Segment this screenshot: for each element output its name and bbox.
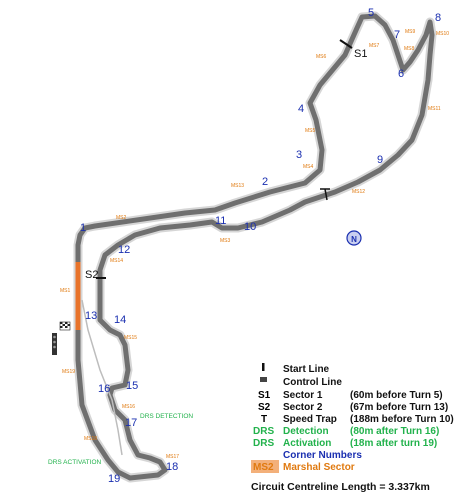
legend-marshal-box (251, 460, 279, 473)
drs-activation-note: DRS ACTIVATION (48, 459, 102, 466)
legend-key-s1: S1 (258, 390, 271, 401)
control-line-icon (260, 377, 267, 382)
legend-key-drs-detection: DRS (253, 426, 274, 437)
ms-9: MS9 (405, 29, 416, 35)
legend-marshal-sector: Marshal Sector (283, 462, 355, 473)
ms-5: MS5 (305, 128, 316, 134)
turn-8: 8 (435, 12, 441, 24)
drs-detection-note: DRS DETECTION (140, 413, 193, 420)
legend-start-line: Start Line (283, 364, 330, 375)
ms-2: MS2 (116, 215, 127, 221)
legend-activation-detail: (18m after turn 19) (350, 438, 437, 449)
turn-2: 2 (262, 176, 268, 188)
start-line-icon (262, 363, 265, 371)
ms-11: MS11 (428, 106, 441, 112)
start-flag-icon (59, 321, 71, 331)
legend-key-s2: S2 (258, 402, 271, 413)
sector2-marker: S2 (85, 269, 98, 281)
legend-detection-detail: (80m after Turn 16) (350, 426, 439, 437)
ms-13: MS13 (231, 183, 244, 189)
turn-9: 9 (377, 154, 383, 166)
ms-14: MS14 (110, 258, 123, 264)
ms-15: MS15 (124, 335, 137, 341)
turn-7: 7 (394, 29, 400, 41)
turn-11: 11 (215, 215, 226, 227)
ms-19: MS19 (62, 369, 75, 375)
ms-3: MS3 (220, 238, 231, 244)
ms-18: MS18 (84, 436, 97, 442)
ms-4: MS4 (303, 164, 314, 170)
compass-icon: N (346, 230, 362, 246)
legend-sector2: Sector 2 (283, 402, 323, 413)
legend-sector1: Sector 1 (283, 390, 323, 401)
track-line (75, 13, 435, 481)
ms-17: MS17 (166, 454, 179, 460)
ms-12: MS12 (352, 189, 365, 195)
turn-4: 4 (298, 103, 304, 115)
sector1-marker: S1 (354, 48, 367, 60)
turn-5: 5 (368, 7, 374, 19)
ms-8: MS8 (404, 46, 415, 52)
legend-sector2-detail: (67m before Turn 13) (350, 402, 448, 413)
turn-12: 12 (118, 244, 130, 256)
legend-key-ms2: MS2 (253, 462, 274, 473)
legend-key-drs-activation: DRS (253, 438, 274, 449)
speed-trap-marker (320, 188, 330, 201)
legend-detection: Detection (283, 426, 329, 437)
turn-15: 15 (126, 380, 138, 392)
ms-7: MS7 (369, 43, 380, 49)
legend-key-t: T (261, 414, 267, 425)
turn-17: 17 (125, 417, 137, 429)
legend-corner-numbers: Corner Numbers (283, 450, 362, 461)
svg-text:N: N (351, 235, 357, 244)
legend-activation: Activation (283, 438, 331, 449)
ms-6: MS6 (316, 54, 327, 60)
legend-control-line: Control Line (283, 377, 342, 388)
start-lights-icon (52, 333, 57, 355)
legend-sector1-detail: (60m before Turn 5) (350, 390, 443, 401)
sector1-line (339, 39, 353, 49)
turn-1: 1 (80, 222, 86, 234)
turn-6: 6 (398, 68, 404, 80)
turn-18: 18 (166, 461, 178, 473)
turn-13: 13 (85, 310, 97, 322)
legend-speed-trap-detail: (188m before Turn 10) (350, 414, 454, 425)
legend-speed-trap: Speed Trap (283, 414, 337, 425)
turn-19: 19 (108, 473, 120, 485)
pit-lane (81, 299, 123, 456)
ms-16: MS16 (122, 404, 135, 410)
circuit-length: Circuit Centreline Length = 3.337km (251, 481, 430, 493)
turn-10: 10 (244, 221, 256, 233)
ms-1: MS1 (60, 288, 71, 294)
turn-3: 3 (296, 149, 302, 161)
turn-14: 14 (114, 314, 126, 326)
legend: S1 S2 T DRS DRS MS2 Start Line Control L… (251, 363, 454, 473)
ms-10: MS10 (436, 31, 449, 37)
turn-16: 16 (98, 383, 110, 395)
